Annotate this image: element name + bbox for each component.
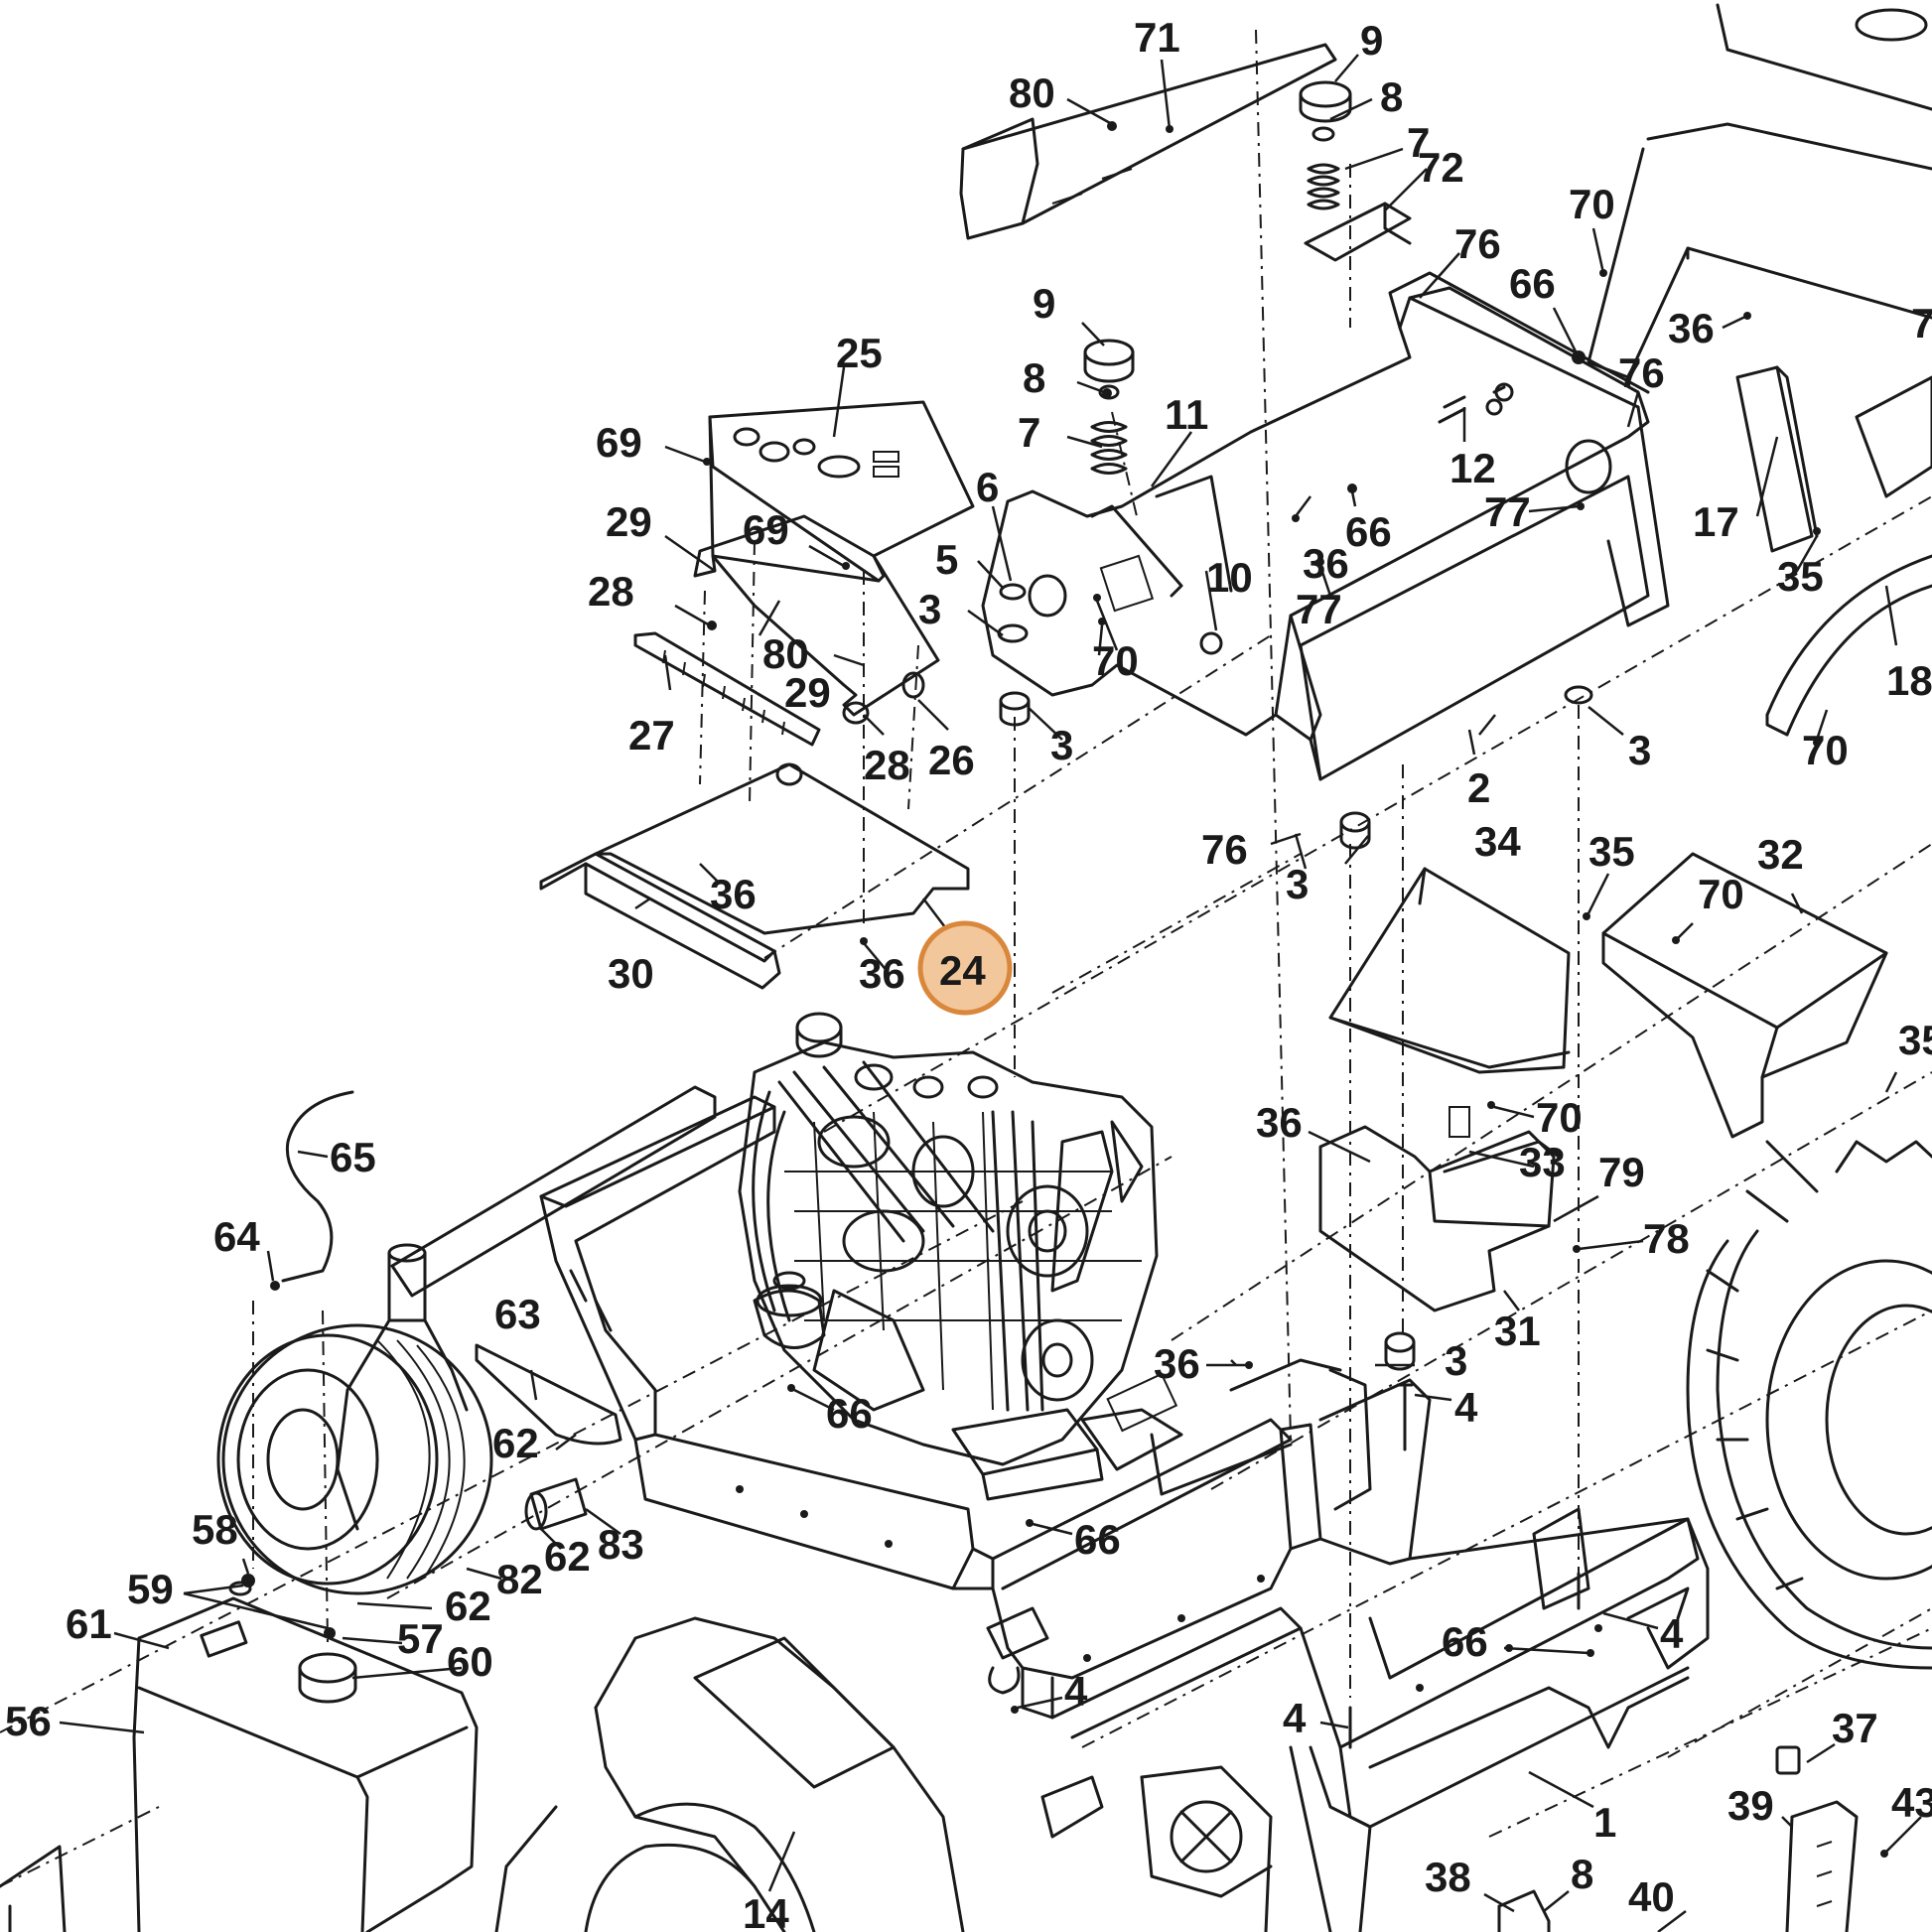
- callout-35: 35: [1777, 553, 1824, 600]
- callout-4: 4: [1660, 1610, 1684, 1657]
- callout-35: 35: [1898, 1017, 1932, 1063]
- callout-5: 5: [935, 536, 958, 583]
- callout-62: 62: [445, 1583, 491, 1629]
- callout-80: 80: [762, 630, 809, 677]
- callout-11: 11: [1165, 391, 1208, 438]
- callout-8: 8: [1571, 1851, 1593, 1897]
- callout-63: 63: [494, 1291, 541, 1337]
- callout-76: 76: [1201, 826, 1248, 873]
- callout-4: 4: [1064, 1668, 1088, 1715]
- callout-31: 31: [1494, 1308, 1541, 1354]
- callout-3: 3: [1286, 861, 1309, 907]
- callout-43: 43: [1891, 1779, 1932, 1826]
- callout-72: 72: [1418, 144, 1464, 191]
- callout-4: 4: [1454, 1384, 1478, 1431]
- callout-76: 76: [1454, 220, 1501, 267]
- callout-56: 56: [5, 1698, 52, 1744]
- callout-9: 9: [1033, 280, 1055, 327]
- callout-83: 83: [598, 1521, 644, 1568]
- callout-2: 2: [1467, 764, 1490, 811]
- callout-57: 57: [397, 1615, 444, 1662]
- highlighted-callout[interactable]: 24: [917, 920, 1013, 1016]
- callout-10: 10: [1206, 554, 1253, 601]
- callout-3: 3: [1445, 1337, 1467, 1384]
- part-drawings: [0, 3, 1932, 1932]
- callout-62: 62: [492, 1420, 539, 1466]
- callout-36: 36: [1154, 1340, 1200, 1387]
- callout-36: 36: [710, 871, 757, 917]
- callout-79: 79: [1598, 1149, 1645, 1195]
- callout-69: 69: [596, 419, 642, 466]
- callout-29: 29: [606, 498, 652, 545]
- callout-62: 62: [544, 1533, 591, 1580]
- assembly-lines: [0, 29, 1932, 1887]
- callout-80: 80: [1009, 69, 1055, 116]
- callout-66: 66: [1345, 508, 1392, 555]
- callout-25: 25: [836, 330, 883, 376]
- callout-36: 36: [859, 950, 905, 997]
- callout-27: 27: [628, 712, 675, 759]
- callout-69: 69: [743, 506, 789, 553]
- engine-assembly: [738, 1012, 1159, 1501]
- callout-70: 70: [1569, 181, 1615, 227]
- callout-37: 37: [1832, 1705, 1878, 1751]
- callout-9: 9: [1360, 17, 1383, 64]
- callout-60: 60: [447, 1638, 493, 1685]
- callout-8: 8: [1023, 354, 1045, 401]
- callout-66: 66: [1074, 1516, 1121, 1563]
- callout-71: 71: [1134, 14, 1180, 61]
- callout-40: 40: [1628, 1873, 1675, 1920]
- callout-14: 14: [743, 1890, 789, 1932]
- callout-70: 70: [1092, 637, 1139, 684]
- callout-66: 66: [1442, 1618, 1488, 1665]
- callout-8: 8: [1380, 73, 1403, 120]
- callout-58: 58: [192, 1506, 238, 1553]
- callout-70: 70: [1536, 1094, 1583, 1141]
- callout-35: 35: [1588, 828, 1635, 875]
- callout-36: 36: [1256, 1099, 1303, 1146]
- callout-7: 7: [1018, 409, 1040, 456]
- callout-65: 65: [330, 1134, 376, 1180]
- callout-12: 12: [1449, 445, 1496, 491]
- callout-7: 7: [1911, 300, 1932, 346]
- callout-70: 70: [1698, 871, 1744, 917]
- callout-34: 34: [1474, 818, 1521, 865]
- highlight-label[interactable]: 24: [939, 947, 986, 994]
- leader-lines: [59, 54, 1922, 1932]
- highlight-circle[interactable]: [917, 920, 1013, 1016]
- callout-29: 29: [784, 669, 831, 716]
- callout-39: 39: [1727, 1782, 1774, 1829]
- callout-78: 78: [1643, 1215, 1690, 1262]
- callout-76: 76: [1618, 349, 1665, 396]
- callout-32: 32: [1757, 831, 1804, 878]
- callout-6: 6: [976, 464, 999, 510]
- callout-38: 38: [1425, 1854, 1471, 1900]
- callout-36: 36: [1303, 540, 1349, 587]
- callout-7: 7: [1407, 119, 1430, 166]
- callout-82: 82: [496, 1556, 543, 1602]
- callout-59: 59: [127, 1566, 174, 1612]
- callout-28: 28: [864, 742, 910, 788]
- callout-labels: 71 9 80 8 7 72 70 76 66 36 7 9 25 8 76 7…: [5, 14, 1932, 1932]
- callout-64: 64: [213, 1213, 260, 1260]
- callout-18: 18: [1886, 657, 1932, 704]
- callout-28: 28: [588, 568, 634, 615]
- callout-3: 3: [1628, 727, 1651, 773]
- callout-70: 70: [1802, 727, 1849, 773]
- callout-26: 26: [928, 737, 975, 783]
- callout-3: 3: [1050, 722, 1073, 768]
- callout-1: 1: [1593, 1799, 1616, 1846]
- callout-30: 30: [608, 950, 654, 997]
- callout-4: 4: [1283, 1695, 1307, 1741]
- callout-17: 17: [1693, 498, 1739, 545]
- callout-66: 66: [826, 1390, 873, 1437]
- callout-36: 36: [1668, 305, 1715, 351]
- callout-3: 3: [918, 586, 941, 632]
- callout-33: 33: [1519, 1139, 1566, 1185]
- callout-77: 77: [1296, 586, 1342, 632]
- callout-77: 77: [1484, 488, 1531, 535]
- callout-66: 66: [1509, 260, 1556, 307]
- callout-61: 61: [66, 1600, 112, 1647]
